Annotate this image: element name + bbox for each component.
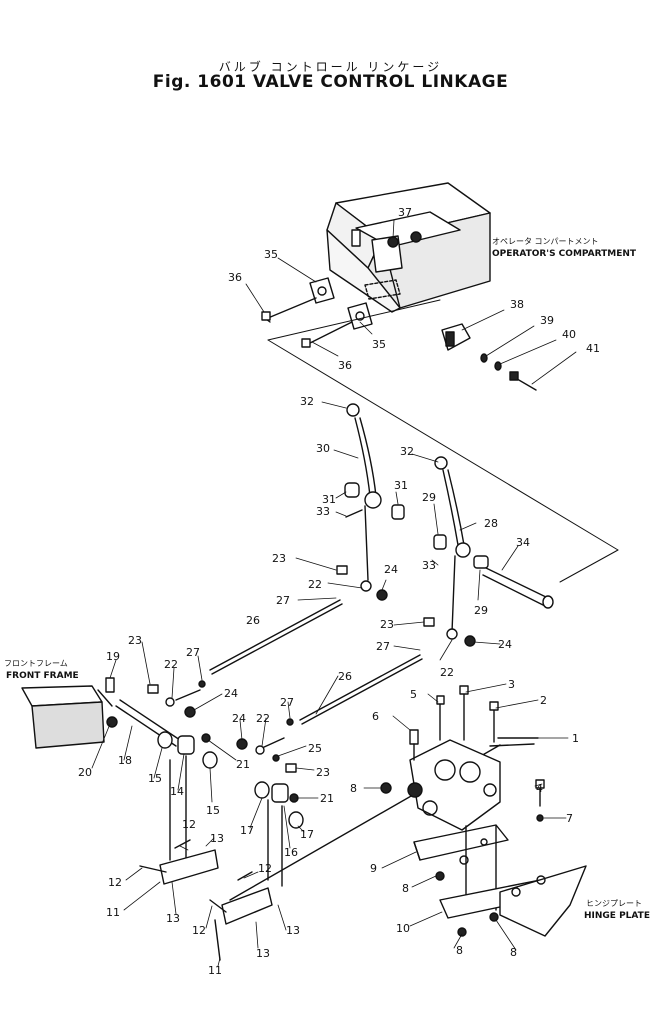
part-callout-15: 15 <box>148 772 162 785</box>
part-callout-32: 32 <box>300 395 314 408</box>
part-callout-39: 39 <box>540 314 554 327</box>
part-callout-22: 22 <box>256 712 270 725</box>
part-callout-1: 1 <box>572 732 579 745</box>
part-callout-26: 26 <box>246 614 260 627</box>
part-callout-21: 21 <box>320 792 334 805</box>
part-callout-34: 34 <box>516 536 530 549</box>
part-callout-12: 12 <box>192 924 206 937</box>
valve-mount-plate <box>413 824 509 911</box>
part-callout-8: 8 <box>402 882 409 895</box>
part-callout-35: 35 <box>264 248 278 261</box>
figure-title: Fig. 1601 VALVE CONTROL LINKAGE <box>152 72 509 92</box>
part-callout-29: 29 <box>474 604 488 617</box>
part-callout-23: 23 <box>272 552 286 565</box>
part-callout-23: 23 <box>380 618 394 631</box>
part-callout-37: 37 <box>398 206 412 219</box>
part-callout-28: 28 <box>484 517 498 530</box>
part-callout-20: 20 <box>78 766 92 779</box>
part-callout-24: 24 <box>384 563 398 576</box>
part-callout-27: 27 <box>186 646 200 659</box>
cable-clamp-assembly <box>441 323 537 391</box>
part-callout-2: 2 <box>540 694 547 707</box>
part-callout-26: 26 <box>338 670 352 683</box>
part-callout-38: 38 <box>510 298 524 311</box>
part-callout-27: 27 <box>276 594 290 607</box>
part-callout-6: 6 <box>372 710 379 723</box>
part-callout-32: 32 <box>400 445 414 458</box>
part-callout-7: 7 <box>566 812 573 825</box>
part-callout-24: 24 <box>224 687 238 700</box>
part-callout-30: 30 <box>316 442 330 455</box>
front-frame <box>21 677 218 769</box>
part-callout-33: 33 <box>316 505 330 518</box>
part-callout-8: 8 <box>510 946 517 959</box>
leader-lines <box>91 219 577 967</box>
part-callout-18: 18 <box>118 754 132 767</box>
part-callout-11: 11 <box>208 964 222 977</box>
part-callout-14: 14 <box>170 785 184 798</box>
figure-title-japanese: バルブ コントロール リンケージ <box>218 60 443 74</box>
part-callout-33: 33 <box>422 559 436 572</box>
part-callout-17: 17 <box>300 828 314 841</box>
part-callout-12: 12 <box>258 862 272 875</box>
mount-bracket-right <box>301 302 373 348</box>
part-callout-29: 29 <box>422 491 436 504</box>
part-callout-4: 4 <box>536 782 543 795</box>
part-callout-31: 31 <box>322 493 336 506</box>
part-callout-11: 11 <box>106 906 120 919</box>
part-callout-16: 16 <box>284 846 298 859</box>
assembly-outline <box>267 299 619 583</box>
front-frame-label: FRONT FRAME <box>6 671 79 681</box>
operators-compartment-console <box>326 182 491 313</box>
front-frame-label-jp: フロントフレーム <box>4 659 68 668</box>
part-callout-35: 35 <box>372 338 386 351</box>
part-callout-36: 36 <box>338 359 352 372</box>
part-callout-21: 21 <box>236 758 250 771</box>
part-callout-13: 13 <box>286 924 300 937</box>
part-callout-41: 41 <box>586 342 600 355</box>
part-callout-24: 24 <box>232 712 246 725</box>
part-callout-27: 27 <box>376 640 390 653</box>
mount-bracket-left <box>261 277 335 323</box>
part-callouts: 3735363536383940413230313133322928343329… <box>78 206 600 977</box>
part-callout-12: 12 <box>108 876 122 889</box>
part-callout-22: 22 <box>164 658 178 671</box>
part-callout-15: 15 <box>206 804 220 817</box>
part-callout-31: 31 <box>394 479 408 492</box>
part-callout-10: 10 <box>396 922 410 935</box>
control-lever-right <box>433 456 554 633</box>
part-callout-8: 8 <box>456 944 463 957</box>
hinge-plate-label: HINGE PLATE <box>584 911 650 921</box>
control-valve <box>380 685 545 831</box>
part-callout-23: 23 <box>316 766 330 779</box>
part-callout-27: 27 <box>280 696 294 709</box>
part-callout-19: 19 <box>106 650 120 663</box>
part-callout-40: 40 <box>562 328 576 341</box>
part-callout-24: 24 <box>498 638 512 651</box>
part-callout-23: 23 <box>128 634 142 647</box>
part-callout-3: 3 <box>508 678 515 691</box>
part-callout-13: 13 <box>256 947 270 960</box>
operators-compartment-label: OPERATOR'S COMPARTMENT <box>492 249 637 259</box>
part-callout-36: 36 <box>228 271 242 284</box>
operators-compartment-label-jp: オペレータ コンパートメント <box>492 237 599 246</box>
hinge-plate <box>439 865 587 937</box>
part-callout-13: 13 <box>210 832 224 845</box>
part-callout-22: 22 <box>308 578 322 591</box>
hinge-plate-label-jp: ヒンジプレート <box>586 899 642 908</box>
part-callout-25: 25 <box>308 742 322 755</box>
part-callout-8: 8 <box>350 782 357 795</box>
linkage-rods <box>147 565 476 773</box>
part-callout-13: 13 <box>166 912 180 925</box>
part-callout-9: 9 <box>370 862 377 875</box>
pedal-linkage-left <box>139 755 219 885</box>
part-callout-5: 5 <box>410 688 417 701</box>
part-callout-22: 22 <box>440 666 454 679</box>
control-lever-left <box>344 403 405 581</box>
part-callout-17: 17 <box>240 824 254 837</box>
part-callout-12: 12 <box>182 818 196 831</box>
